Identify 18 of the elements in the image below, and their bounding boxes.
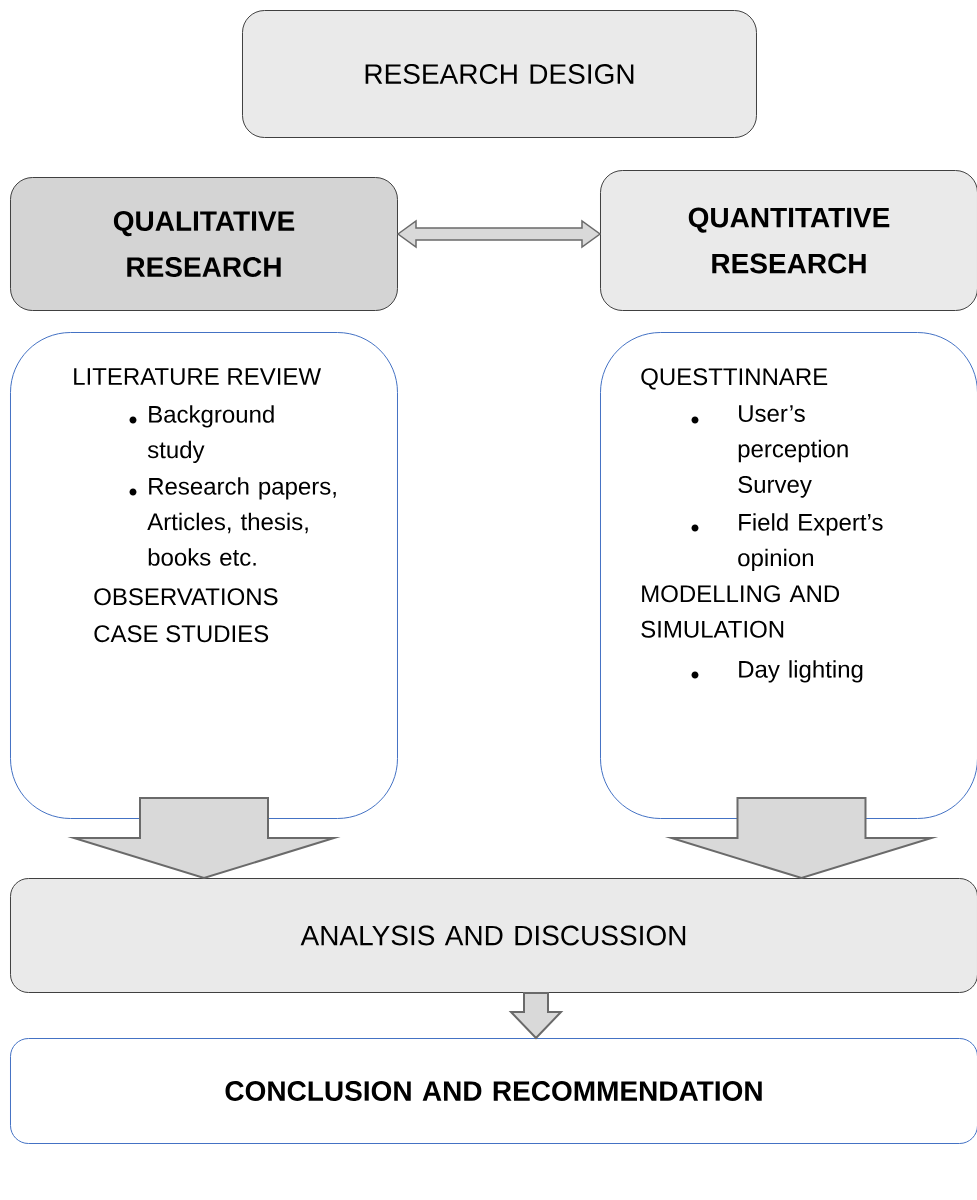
block-arrow bbox=[67, 797, 341, 880]
heading-text: OBSERVATIONS bbox=[94, 588, 278, 606]
process-box: CONCLUSION AND RECOMMENDATION bbox=[10, 1038, 977, 1144]
bullet-item: Field Expert’s opinion bbox=[691, 513, 883, 572]
process-box: ANALYSIS AND DISCUSSION bbox=[10, 878, 977, 993]
bullet-item: Day lighting bbox=[691, 660, 863, 683]
process-box: QUANTITATIVE RESEARCH bbox=[600, 170, 977, 311]
process-box: QUALITATIVE RESEARCH bbox=[10, 177, 398, 311]
block-arrow bbox=[508, 992, 564, 1040]
heading-text: MODELLING AND SIMULATION bbox=[641, 585, 840, 638]
bullet-item: Research papers, Articles, thesis, books etc. bbox=[129, 477, 336, 566]
heading-text: CASE STUDIES bbox=[94, 625, 269, 643]
block-arrow bbox=[664, 797, 939, 880]
bullet-item: User’s perception Survey bbox=[691, 405, 848, 498]
process-box: RESEARCH DESIGN bbox=[242, 10, 757, 138]
heading-text: LITERATURE REVIEW bbox=[74, 368, 321, 385]
bullet-item: Background study bbox=[129, 405, 274, 464]
heading-text: QUESTTINNARE bbox=[641, 368, 828, 390]
